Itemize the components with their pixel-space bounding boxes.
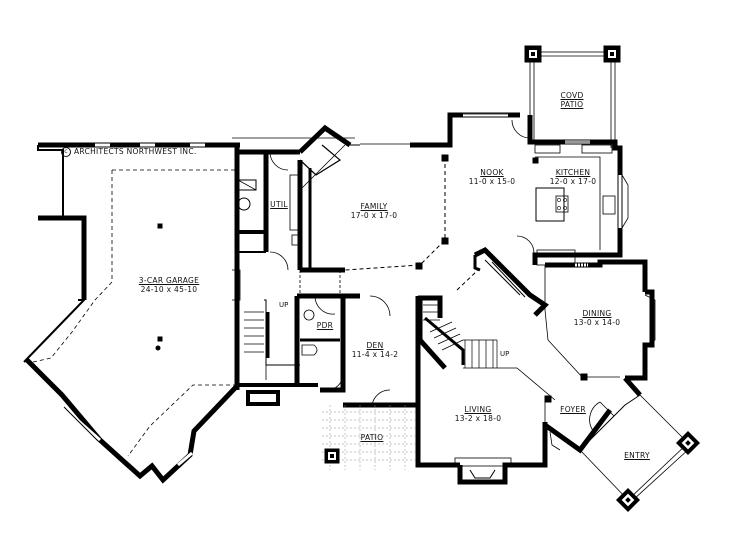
living-walls [415, 368, 612, 485]
room-label-garage: 3-CAR GARAGE 24-10 x 45-10 [138, 276, 200, 294]
foyer-door-swing [589, 401, 615, 433]
room-label-living: LIVING 13-2 x 18-0 [454, 405, 502, 423]
copyright-text: ARCHITECTS NORTHWEST INC. [74, 147, 197, 156]
stair-hall-walls [417, 246, 556, 401]
family-util-walls [232, 124, 445, 271]
stair-up-label-right: UP [500, 350, 510, 358]
dining-walls [544, 259, 656, 397]
room-label-pdr: PDR [316, 321, 334, 330]
room-label-covd-patio: COVD PATIO [560, 91, 584, 109]
copyright-symbol: c [61, 147, 71, 157]
stair-up-label-left: UP [279, 301, 289, 309]
room-label-dining: DINING 13-0 x 14-0 [573, 309, 621, 327]
room-label-foyer: FOYER [560, 405, 586, 414]
room-label-family: FAMILY 17-0 x 17-0 [350, 202, 398, 220]
rear-patio [322, 405, 415, 470]
room-label-nook: NOOK 11-0 x 15-0 [468, 168, 516, 186]
room-label-entry: ENTRY [624, 451, 650, 460]
room-label-patio: PATIO [360, 433, 384, 442]
room-label-kitchen: KITCHEN 12-0 x 17-0 [549, 168, 597, 186]
den-pdr-walls [232, 260, 421, 408]
garage-parking-outline [112, 169, 238, 255]
room-label-den: DEN 11-4 x 14-2 [351, 341, 399, 359]
covered-patio [524, 45, 621, 148]
family-nook-opening [344, 157, 446, 271]
nook-kitchen-walls [445, 112, 629, 266]
room-label-util: UTIL [270, 200, 288, 209]
entry-porch [579, 394, 701, 513]
garage-walls [23, 142, 240, 484]
